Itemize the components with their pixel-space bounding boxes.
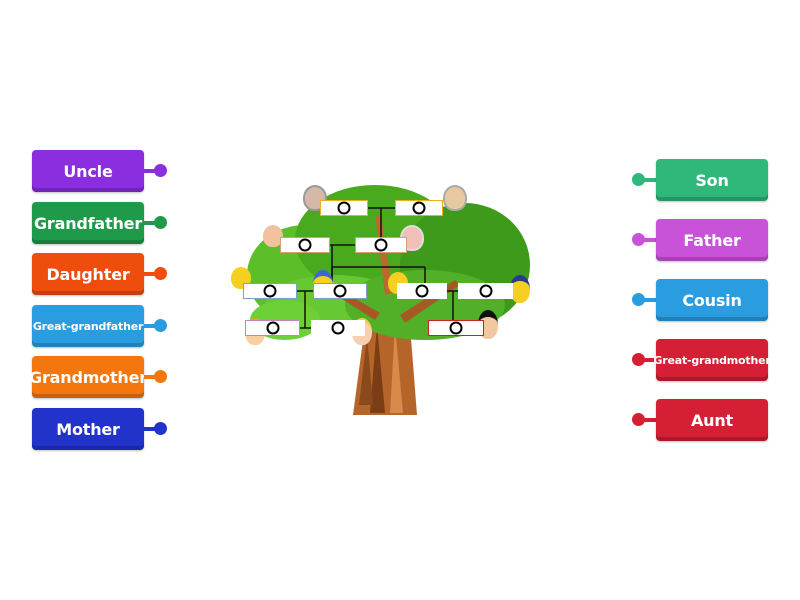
tile-cousin[interactable]: Cousin: [656, 279, 768, 321]
connector-dot[interactable]: [154, 267, 167, 280]
tile-father[interactable]: Father: [656, 219, 768, 261]
connector: [144, 272, 158, 276]
drop-slot-gen4-3[interactable]: [428, 320, 484, 336]
connector: [144, 169, 158, 173]
connector: [640, 298, 656, 302]
connector-dot[interactable]: [632, 293, 645, 306]
drop-target-circle-icon: [298, 238, 312, 252]
tile-label: Uncle: [63, 161, 113, 181]
drop-slot-gen3-3[interactable]: [397, 283, 447, 299]
connector-dot[interactable]: [154, 370, 167, 383]
drop-slot-gen1-left[interactable]: [320, 200, 368, 216]
tile-mother[interactable]: Mother: [32, 408, 144, 450]
tile-label: Great-grandfather: [32, 319, 144, 333]
drop-slot-gen2-left[interactable]: [280, 237, 330, 253]
drop-target-circle-icon: [331, 321, 345, 335]
tile-label: Aunt: [690, 410, 733, 430]
tile-daughter[interactable]: Daughter: [32, 253, 144, 295]
drop-slot-gen4-1[interactable]: [245, 320, 300, 336]
connector: [144, 324, 158, 328]
connector: [640, 418, 656, 422]
connector-dot[interactable]: [154, 422, 167, 435]
connector: [640, 178, 656, 182]
tile-grandfather[interactable]: Grandfather: [32, 202, 144, 244]
tile-label: Great-grandmother: [653, 353, 771, 367]
face-aunt-icon: [510, 275, 530, 303]
drop-slot-gen3-1[interactable]: [243, 283, 297, 299]
drop-target-circle-icon: [412, 201, 426, 215]
drop-slot-gen3-4[interactable]: [458, 283, 513, 299]
drop-target-circle-icon: [263, 284, 277, 298]
connector-dot[interactable]: [154, 216, 167, 229]
connector: [144, 375, 158, 379]
tile-aunt[interactable]: Aunt: [656, 399, 768, 441]
connector: [144, 221, 158, 225]
drop-slot-gen3-2[interactable]: [313, 283, 367, 299]
connector-dot[interactable]: [632, 353, 645, 366]
drop-target-circle-icon: [266, 321, 279, 335]
tile-son[interactable]: Son: [656, 159, 768, 201]
drop-slot-gen4-2[interactable]: [311, 320, 365, 336]
connector-dot[interactable]: [154, 164, 167, 177]
face-great-grandfather-icon: [443, 185, 467, 211]
tile-grandmother[interactable]: Grandmother: [29, 356, 147, 398]
connector: [640, 238, 656, 242]
tile-label: Grandfather: [34, 213, 143, 233]
connector-dot[interactable]: [154, 319, 167, 332]
tile-label: Grandmother: [29, 367, 147, 387]
drop-target-circle-icon: [479, 284, 492, 298]
drop-target-circle-icon: [337, 201, 351, 215]
family-tree-image: [225, 175, 535, 420]
tile-label: Mother: [56, 419, 120, 439]
tile-label: Father: [683, 230, 741, 250]
connector: [640, 358, 656, 362]
tile-great-grandmother[interactable]: Great-grandmother: [653, 339, 771, 381]
drop-target-circle-icon: [415, 284, 429, 298]
drop-slot-gen1-right[interactable]: [395, 200, 443, 216]
tile-label: Daughter: [46, 264, 130, 284]
tile-uncle[interactable]: Uncle: [32, 150, 144, 192]
drop-target-circle-icon: [374, 238, 388, 252]
connector-dot[interactable]: [632, 413, 645, 426]
connector: [144, 427, 158, 431]
tile-great-grandfather[interactable]: Great-grandfather: [32, 305, 144, 347]
tile-label: Cousin: [682, 290, 742, 310]
drop-target-circle-icon: [333, 284, 347, 298]
connector-dot[interactable]: [632, 173, 645, 186]
tile-label: Son: [695, 170, 729, 190]
face-grandfather-icon: [263, 225, 283, 247]
connector-dot[interactable]: [632, 233, 645, 246]
drop-target-circle-icon: [449, 321, 463, 335]
drop-slot-gen2-right[interactable]: [355, 237, 407, 253]
